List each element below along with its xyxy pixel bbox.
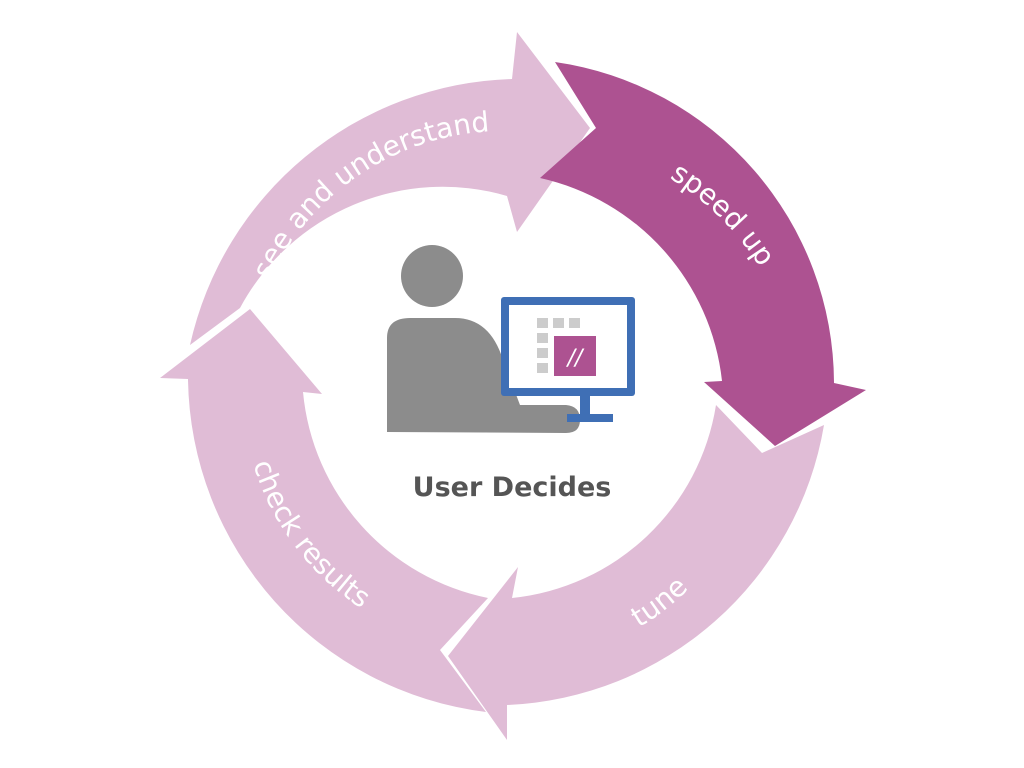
user-at-computer-icon: //: [387, 245, 635, 433]
screen-glyph: //: [566, 346, 585, 371]
segment-speed-up: [540, 62, 866, 446]
center-title: User Decides: [412, 472, 612, 503]
segment-see-and-understand: [190, 32, 590, 345]
segment-check-results: [160, 309, 488, 712]
person-icon: [387, 245, 580, 433]
monitor-icon: //: [501, 297, 635, 422]
segment-tune: [448, 405, 824, 740]
parallel-code-icon: [554, 336, 596, 376]
